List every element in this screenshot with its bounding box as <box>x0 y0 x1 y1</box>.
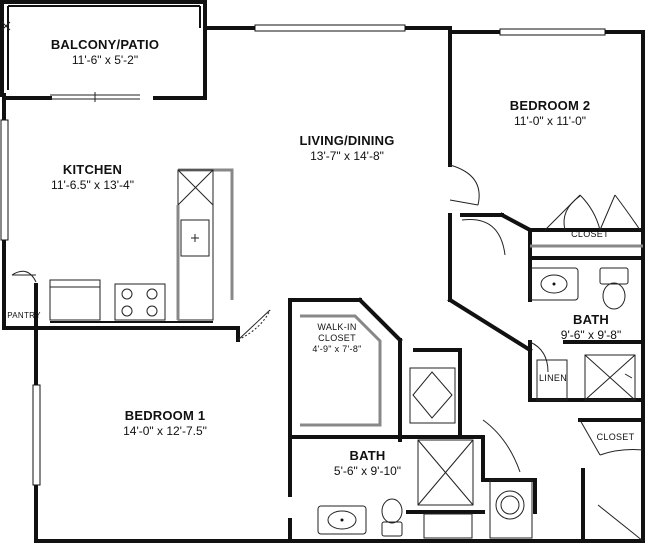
room-dimensions: 11'-6.5" x 13'-4" <box>51 178 134 193</box>
room-dimensions: 5'-6" x 9'-10" <box>333 464 402 479</box>
bath2-fixtures <box>317 367 533 539</box>
room-name: KITCHEN <box>62 162 123 177</box>
room-name: BATH <box>573 312 609 327</box>
room-name: BEDROOM 2 <box>509 98 591 113</box>
closet-label-bath: CLOSET <box>596 432 635 442</box>
room-label-living: LIVING/DINING 13'-7" x 14'-8" <box>272 133 422 164</box>
interior-walls <box>34 26 645 543</box>
room-dimensions: 13'-7" x 14'-8" <box>310 149 384 164</box>
closet-label-bedroom2: CLOSET <box>571 229 609 239</box>
walkin-dims: 4'-9" x 7'-8" <box>312 343 362 354</box>
linen-label: LINEN <box>538 373 567 383</box>
room-dimensions: 11'-0" x 11'-0" <box>513 114 587 129</box>
bedroom2-closet <box>530 195 643 248</box>
room-label-kitchen: KITCHEN 11'-6.5" x 13'-4" <box>20 162 165 193</box>
walkin-line2: CLOSET <box>318 332 356 343</box>
room-label-balcony: BALCONY/PATIO 11'-6" x 5'-2" <box>30 37 180 68</box>
room-label-bedroom1: BEDROOM 1 14'-0" x 12'-7.5" <box>90 408 240 439</box>
bath1-fixtures <box>529 267 636 401</box>
balcony-walls <box>1 5 207 102</box>
room-label-bath2: BATH 5'-6" x 9'-10" <box>310 448 425 479</box>
room-label-bath1: BATH 9'-6" x 9'-8" <box>536 312 646 343</box>
room-dimensions: 14'-0" x 12'-7.5" <box>123 424 207 439</box>
windows <box>0 24 606 486</box>
pantry-label: PANTRY <box>7 311 41 320</box>
room-dimensions: 9'-6" x 9'-8" <box>560 328 622 343</box>
room-name: BEDROOM 1 <box>124 408 206 423</box>
room-name: BATH <box>349 448 386 463</box>
kitchen-fixtures <box>11 168 234 327</box>
walkin-closet-label: WALK-IN CLOSET 4'-9" x 7'-8" <box>302 322 372 354</box>
room-dimensions: 11'-6" x 5'-2" <box>71 53 139 68</box>
room-name: BALCONY/PATIO <box>50 37 160 52</box>
room-label-bedroom2: BEDROOM 2 11'-0" x 11'-0" <box>480 98 620 129</box>
room-name: LIVING/DINING <box>299 133 395 148</box>
walkin-line1: WALK-IN <box>317 322 357 332</box>
